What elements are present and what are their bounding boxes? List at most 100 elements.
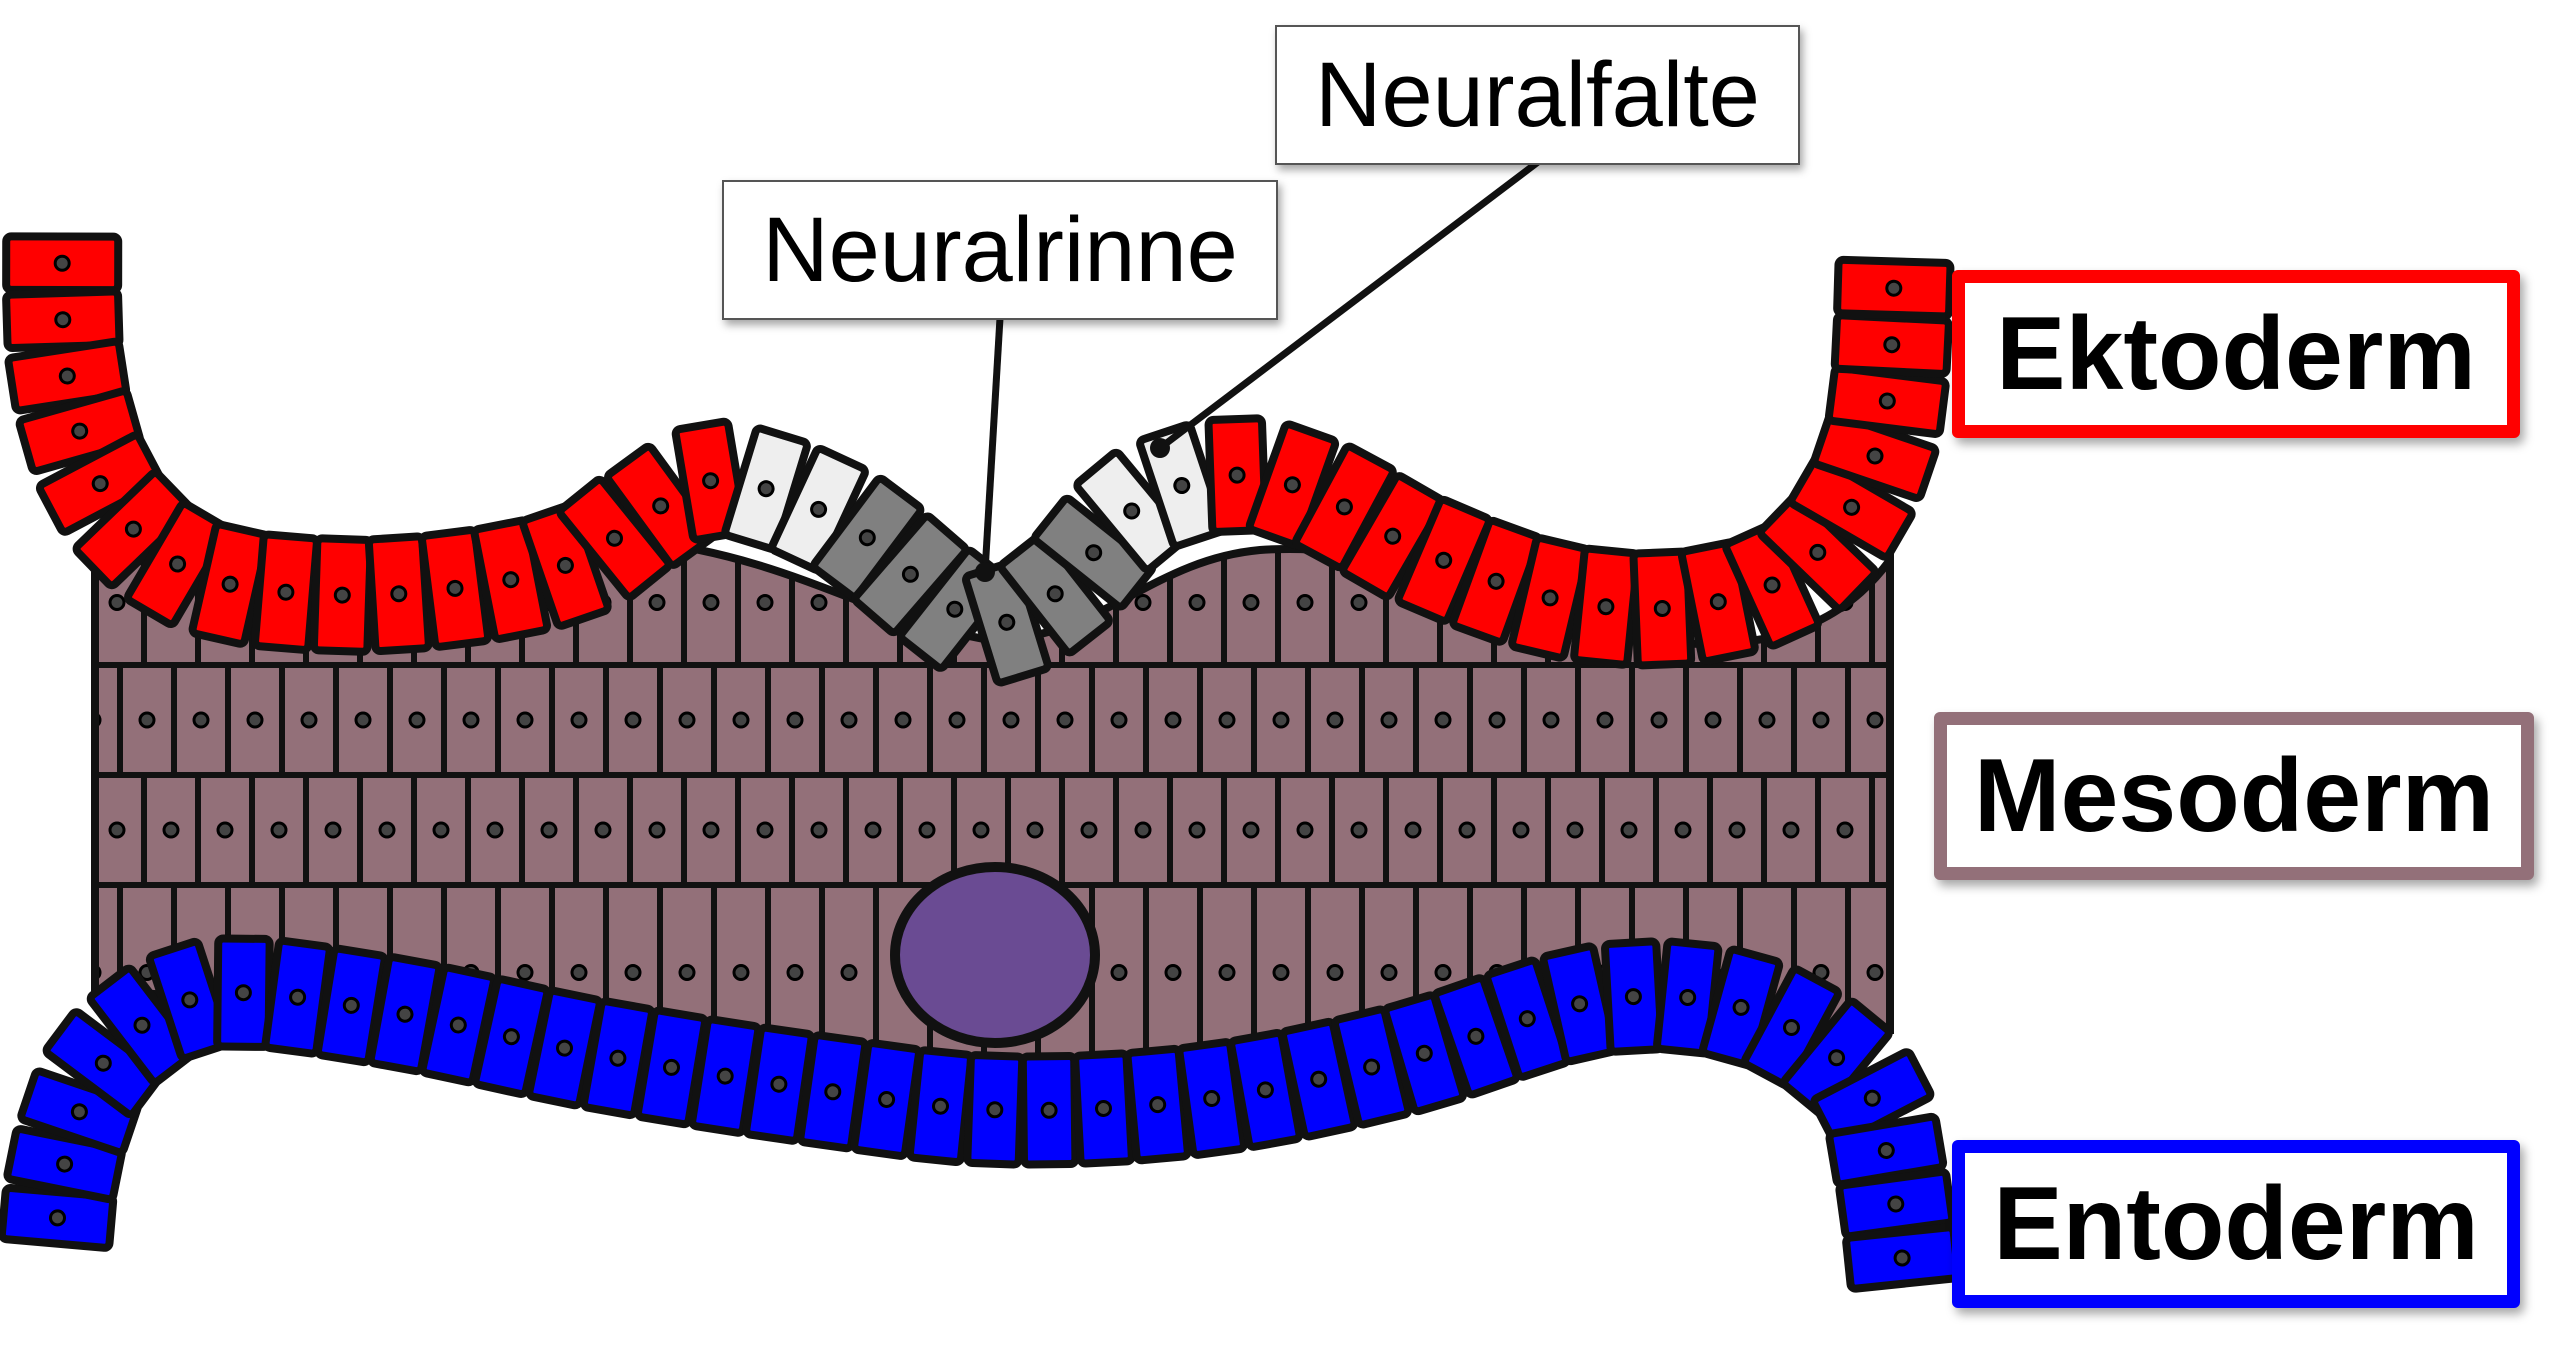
mesoderm-cell-nucleus [1242, 594, 1260, 611]
mesoderm-cell-nucleus [624, 964, 642, 981]
neuralrinne-leader-dot [975, 562, 995, 582]
entoderm-cell-nucleus [1040, 1101, 1058, 1119]
ektoderm-cell-nucleus [946, 600, 964, 618]
mesoderm-cell-nucleus [570, 711, 588, 729]
mesoderm-cell-nucleus [864, 821, 882, 839]
ektoderm-cell-nucleus [1384, 527, 1402, 545]
mesoderm-cell-nucleus [162, 821, 180, 839]
ektoderm-cell-nucleus [91, 475, 109, 493]
entoderm-cell-nucleus [556, 1039, 573, 1057]
entoderm-cell-nucleus [1828, 1049, 1846, 1067]
ektoderm-cell-nucleus [1878, 392, 1896, 410]
mesoderm-cell-nucleus [810, 594, 828, 611]
ektoderm-cell-nucleus [390, 585, 408, 603]
entoderm-cell-layer [0, 934, 1962, 1293]
ektoderm-cell-nucleus [556, 556, 574, 574]
mesoderm-cell-nucleus [540, 821, 558, 839]
ektoderm-cell-nucleus [901, 565, 919, 583]
ektoderm-cell-nucleus [1487, 572, 1505, 590]
mesoderm-cell-nucleus [702, 594, 720, 611]
mesoderm-cell-nucleus [408, 711, 426, 729]
ektoderm-cell-nucleus [221, 575, 239, 593]
mesoderm-cell-nucleus [378, 821, 396, 839]
ektoderm-cell [1824, 363, 1950, 438]
mesoderm-cell-nucleus [948, 711, 966, 729]
neuralfalte-label: Neuralfalte [1275, 25, 1800, 165]
mesoderm-cell-nucleus [1110, 964, 1128, 981]
entoderm-cell [261, 936, 334, 1058]
mesoderm-cell-nucleus [840, 711, 858, 729]
ektoderm-cell-nucleus [606, 529, 623, 547]
ektoderm-cell-nucleus [502, 571, 520, 589]
entoderm-cell-nucleus [1732, 998, 1750, 1016]
mesoderm-cell-nucleus [648, 594, 666, 611]
entoderm-cell-nucleus [1893, 1249, 1911, 1267]
mesoderm-cell-nucleus [1404, 821, 1422, 839]
ektoderm-cell-nucleus [702, 472, 720, 490]
mesoderm-cell-nucleus [786, 711, 804, 729]
ektoderm-cell-nucleus [1866, 447, 1884, 465]
mesoderm-cell-nucleus [1728, 821, 1746, 839]
mesoderm-cell-nucleus [756, 821, 774, 839]
ektoderm-cell-nucleus [124, 520, 142, 538]
mesoderm-cell-nucleus [972, 821, 990, 839]
ektoderm-cell-nucleus [54, 311, 72, 329]
mesoderm-cell-nucleus [354, 711, 372, 729]
ektoderm-cell-nucleus [1335, 498, 1353, 516]
mesoderm-cell-nucleus [1892, 823, 1906, 837]
mesoderm-cell-nucleus [1218, 711, 1236, 729]
entoderm-cell-nucleus [1203, 1090, 1221, 1107]
ektoderm-cell-nucleus [1883, 336, 1901, 354]
mesoderm-cell-nucleus [462, 711, 480, 729]
mesoderm-cell-nucleus [192, 711, 210, 729]
ektoderm-cell-nucleus [998, 613, 1016, 631]
entoderm-cell [213, 934, 274, 1051]
mesoderm-cell-nucleus [678, 711, 696, 729]
mesoderm-cell-nucleus [1620, 821, 1638, 839]
mesoderm-cell-nucleus [108, 594, 126, 611]
entoderm-legend: Entoderm [1952, 1140, 2520, 1308]
mesoderm-cell-nucleus [1026, 821, 1044, 839]
mesoderm-cell-nucleus [138, 711, 156, 729]
entoderm-cell-nucleus [502, 1028, 520, 1046]
mesoderm-cell-nucleus [1542, 711, 1560, 729]
mesoderm-cell-nucleus [1434, 711, 1452, 729]
entoderm-cell-nucleus [986, 1101, 1004, 1119]
mesoderm-cell-nucleus [1458, 821, 1476, 839]
entoderm-cell-nucleus [878, 1091, 896, 1108]
neuralrinne-label: Neuralrinne [722, 180, 1278, 320]
mesoderm-cell-nucleus [108, 821, 126, 839]
entoderm-cell-nucleus [70, 1103, 88, 1121]
entoderm-cell-nucleus [1887, 1195, 1905, 1213]
mesoderm-cell-nucleus [1434, 964, 1452, 981]
ektoderm-cell-nucleus [652, 497, 670, 515]
mesoderm-cell-nucleus [1866, 964, 1884, 981]
mesoderm-cell-nucleus [1758, 711, 1776, 729]
mesoderm-cell-nucleus [702, 821, 720, 839]
ektoderm-cell-nucleus [169, 555, 187, 573]
mesoderm-cell-nucleus [516, 711, 534, 729]
ektoderm-cell-nucleus [1709, 593, 1727, 611]
entoderm-cell-nucleus [1149, 1096, 1167, 1114]
entoderm-cell [905, 1046, 976, 1167]
mesoderm-cell-nucleus [1350, 594, 1368, 611]
ektoderm-cell-nucleus [1763, 576, 1781, 594]
mesoderm-cell-nucleus [324, 821, 342, 839]
entoderm-cell-nucleus [1256, 1081, 1274, 1099]
entoderm-cell-nucleus [1467, 1027, 1485, 1045]
mesoderm-cell-nucleus [1704, 711, 1722, 729]
mesoderm-cell [1869, 537, 1890, 668]
ektoderm-cell [418, 526, 492, 651]
ektoderm-cell-nucleus [1283, 476, 1301, 494]
entoderm-cell-nucleus [342, 996, 360, 1014]
neuralfalte-leader-line [1157, 159, 1541, 451]
ektoderm-cell-nucleus [1843, 498, 1861, 516]
ektoderm-cell-nucleus [71, 422, 89, 440]
mesoderm-cell [1869, 772, 1890, 888]
ektoderm-cell-nucleus [1123, 502, 1141, 520]
entoderm-cell-nucleus [396, 1005, 414, 1023]
mesoderm-cell-nucleus [1350, 821, 1368, 839]
mesoderm-cell-nucleus [648, 821, 666, 839]
ektoderm-cell-nucleus [53, 254, 71, 272]
ektoderm-cell [1830, 311, 1953, 378]
